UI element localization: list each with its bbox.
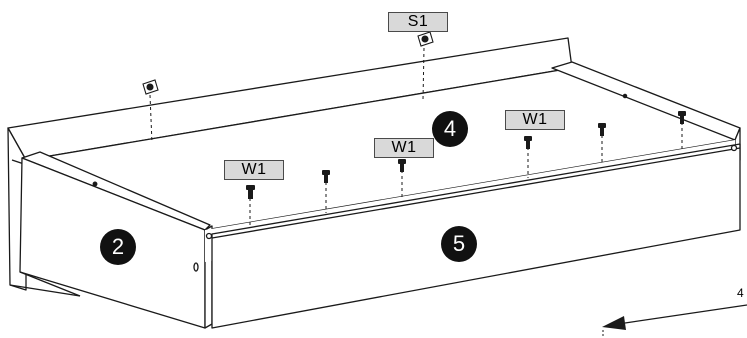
hardware-tag-w1-left: W1	[224, 160, 284, 180]
dowel-icon	[598, 123, 606, 136]
cam-lock-icons	[142, 31, 434, 95]
dowel-icon	[322, 170, 330, 183]
dowel-icons	[246, 111, 686, 199]
guide-lines	[149, 47, 683, 226]
page-number-fragment: 4	[737, 286, 744, 300]
cam-lock-icon-right	[417, 31, 434, 47]
dowel-icon	[398, 159, 406, 172]
part-badge-bottom-panel: 4	[432, 111, 468, 147]
direction-arrow-icon	[602, 304, 747, 337]
part-badge-left-side: 2	[100, 229, 136, 265]
dowel-icon	[246, 185, 255, 199]
hardware-tag-w1-center: W1	[374, 138, 434, 158]
cam-lock-icon-left	[142, 79, 159, 95]
dowel-icon	[524, 136, 532, 149]
dowel-icon	[678, 111, 686, 124]
hardware-tag-w1-right: W1	[505, 110, 565, 130]
part-badge-front-panel: 5	[441, 226, 477, 262]
hardware-tag-s1: S1	[388, 12, 448, 32]
front-panel	[205, 140, 741, 329]
